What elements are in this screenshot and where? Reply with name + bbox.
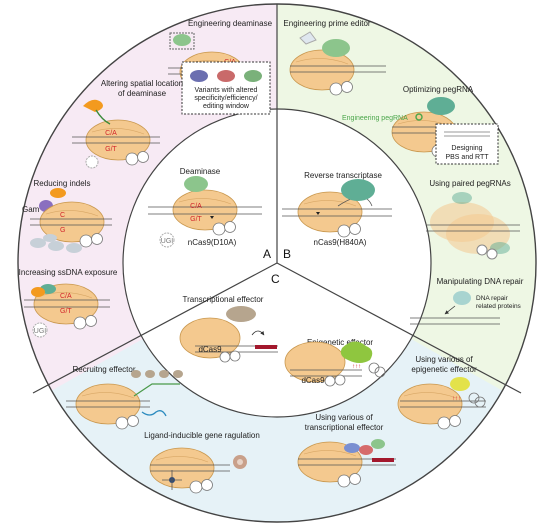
strategy-optimizing-pegrna: Optimizing pegRNA Engineering pegRNA Des… <box>342 85 499 165</box>
ssdna-ugi-label: UGI <box>34 328 47 335</box>
ncas9-h840a-label: nCas9(H840A) <box>314 238 367 247</box>
svg-text:↑↑↑: ↑↑↑ <box>352 364 361 370</box>
section-letter-b: B <box>283 247 291 261</box>
recruiting-effector-label: Recruitng effector <box>73 365 136 374</box>
dcas9-label-left: dCas9 <box>198 345 222 354</box>
spatial-line1: Altering spatial location <box>101 79 183 88</box>
ncas9-d10a-label: nCas9(D10A) <box>188 238 237 247</box>
indels-base-c: C <box>60 212 65 219</box>
repair-proteins-line1: DNA repair <box>476 295 509 302</box>
transcriptional-effector-shape <box>226 306 256 322</box>
strategy-various-epigenetic: Using various of epigenetic effector ↑↑↑ <box>397 355 486 430</box>
strategy-recruiting-effector: Recruitng effector <box>66 365 183 430</box>
strategy-altering-spatial-location: Altering spatial location of deaminase C… <box>72 79 183 169</box>
svg-text:↑↑↑: ↑↑↑ <box>452 396 461 402</box>
ligand-inducible-label: Ligand-inducible gene ragulation <box>144 431 260 440</box>
variants-line1: Variants with altered <box>195 87 258 94</box>
various-epigenetic-line2: epigenetic effector <box>411 365 477 374</box>
strategy-various-transcriptional: Using various of transcriptional effecto… <box>297 413 396 488</box>
various-transcriptional-line2: transcriptional effector <box>305 423 384 432</box>
spatial-line2: of deaminase <box>118 89 167 98</box>
section-letter-a: A <box>263 247 271 261</box>
indels-base-g: G <box>60 227 65 234</box>
strategy-increasing-ssdna: Increasing ssDNA exposure C/A G/T UGI <box>19 268 118 338</box>
reverse-transcriptase-shape <box>341 179 375 201</box>
divider-ac <box>32 262 278 394</box>
epigenetic-effector-shape <box>340 341 373 363</box>
engineering-pegrna-label: Engineering pegRNA <box>342 115 408 122</box>
engineering-deaminase-label: Engineering deaminase <box>188 19 273 28</box>
strategy-engineering-deaminase: Engineering deaminase C/A Variants with … <box>168 19 273 115</box>
dna-repair-label: Manipulating DNA repair <box>437 277 524 286</box>
reducing-indels-label: Reducing indels <box>34 179 91 188</box>
strategy-manipulating-dna-repair: Manipulating DNA repair DNA repair relat… <box>410 277 524 325</box>
prime-editor-label: Engineering prime editor <box>283 19 370 28</box>
strategy-reducing-indels: Reducing indels Gam C G <box>22 179 112 253</box>
various-epigenetic-line1: Using various of <box>415 355 473 364</box>
base-gt-label: G/T <box>190 216 202 223</box>
transcriptional-effector-title: Transcriptional effector <box>183 295 264 304</box>
ssdna-base-ca: C/A <box>60 293 72 300</box>
ssdna-label: Increasing ssDNA exposure <box>19 268 118 277</box>
gam-label: Gam <box>22 205 40 214</box>
rt-title: Reverse transcriptase <box>304 171 382 180</box>
designing-line1: Designing <box>451 145 482 152</box>
ugi-label: UGI <box>161 238 174 245</box>
variants-line2: specificity/efficiency/ <box>194 95 257 102</box>
strategy-ligand-inducible: Ligand-inducible gene ragulation <box>144 431 260 494</box>
repair-proteins-line2: related proteins <box>476 303 522 310</box>
paired-pegrnas-label: Using paired pegRNAs <box>429 179 510 188</box>
various-transcriptional-line1: Using various of <box>315 413 373 422</box>
section-letter-c: C <box>271 272 280 286</box>
strategy-engineering-prime-editor: Engineering prime editor <box>283 19 386 96</box>
deaminase-shape <box>184 176 208 192</box>
ssdna-base-gt: G/T <box>60 308 72 315</box>
variants-line3: editing window <box>203 103 250 110</box>
deaminase-title: Deaminase <box>180 167 221 176</box>
spatial-base-gt: G/T <box>105 146 117 153</box>
divider-bc <box>276 262 522 394</box>
designing-box <box>435 123 499 165</box>
center-deaminase-editor: Deaminase C/A G/T UGI nCas9(D10A) <box>148 167 262 248</box>
epigenetic-effector-title: Epigenetic effector <box>307 338 373 347</box>
center-dcas9-effectors: Transcriptional effector dCas9 Epigeneti… <box>179 295 386 387</box>
spatial-base-ca: C/A <box>105 130 117 137</box>
designing-line2: PBS and RTT <box>445 154 489 161</box>
center-prime-editor: Reverse transcriptase nCas9(H840A) <box>282 171 392 247</box>
base-ca-label: C/A <box>190 203 202 210</box>
dcas9-label-right: dCas9 <box>301 376 325 385</box>
strategy-paired-pegrnas: Using paired pegRNAs <box>426 179 520 260</box>
optimizing-pegrna-label: Optimizing pegRNA <box>403 85 474 94</box>
